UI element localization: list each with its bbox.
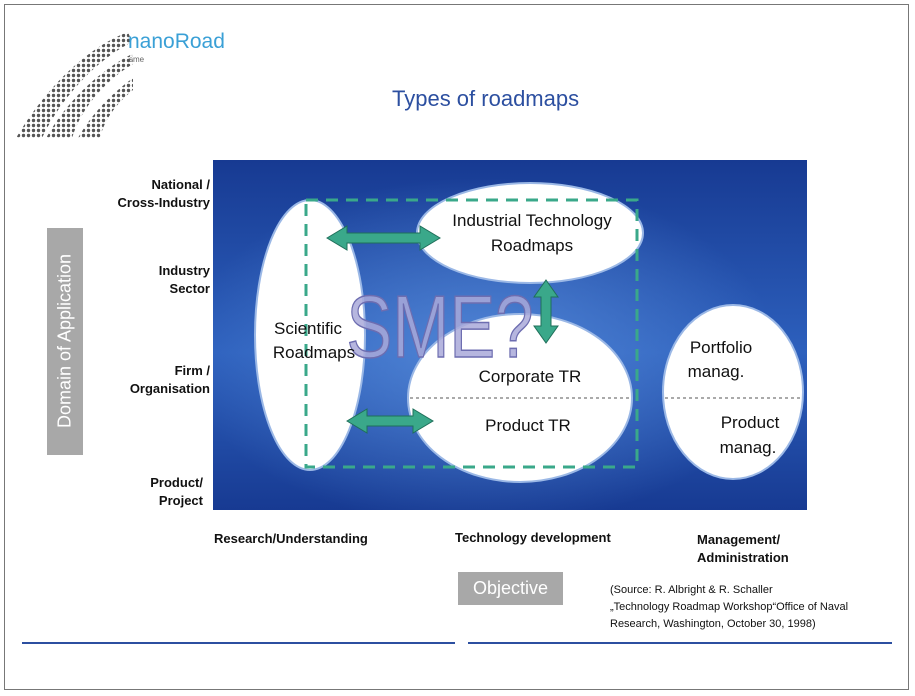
x-level-research: Research/Understanding (214, 531, 368, 546)
y-level-product: Product/Project (150, 475, 203, 508)
logo-name: nanoRoad (128, 30, 225, 53)
portfolio-label-2: manag. (688, 362, 745, 381)
corporate-tr-label: Corporate TR (479, 367, 582, 386)
logo-sub: sme (129, 55, 145, 64)
product-manag-label-2: manag. (720, 438, 777, 457)
page-title: Types of roadmaps (392, 86, 580, 111)
y-level-national: National /Cross-Industry (117, 177, 210, 210)
objective-caption: Objective (458, 572, 563, 605)
x-level-technology: Technology development (455, 530, 611, 545)
slide-frame (4, 4, 909, 690)
y-level-firm: Firm /Organisation (129, 363, 210, 396)
industrial-label-2: Roadmaps (491, 236, 573, 255)
management-ellipse (662, 304, 804, 480)
scientific-label-1: Scientific (274, 319, 343, 338)
arrow-industrial-corporate (533, 279, 559, 344)
scientific-label-2: Roadmaps (273, 343, 355, 362)
industrial-roadmaps-ellipse (416, 182, 644, 284)
arrow-scientific-industrial (326, 225, 441, 251)
product-tr-label: Product TR (485, 416, 571, 435)
sme-overlay: SME? (346, 278, 533, 376)
arrow-scientific-product (346, 408, 434, 434)
footer-line-right (468, 642, 892, 644)
portfolio-label-1: Portfolio (690, 338, 752, 357)
product-manag-label-1: Product (721, 413, 780, 432)
x-level-management: Management/Administration (697, 532, 789, 565)
sme-dashed-box (304, 198, 639, 469)
source-citation: (Source: R. Albright & R. Schaller „Tech… (610, 584, 849, 630)
footer-line-left (22, 642, 455, 644)
industrial-label-1: Industrial Technology (452, 211, 612, 230)
domain-caption-box (47, 228, 83, 455)
nanoroad-logo-graphic (16, 32, 133, 138)
